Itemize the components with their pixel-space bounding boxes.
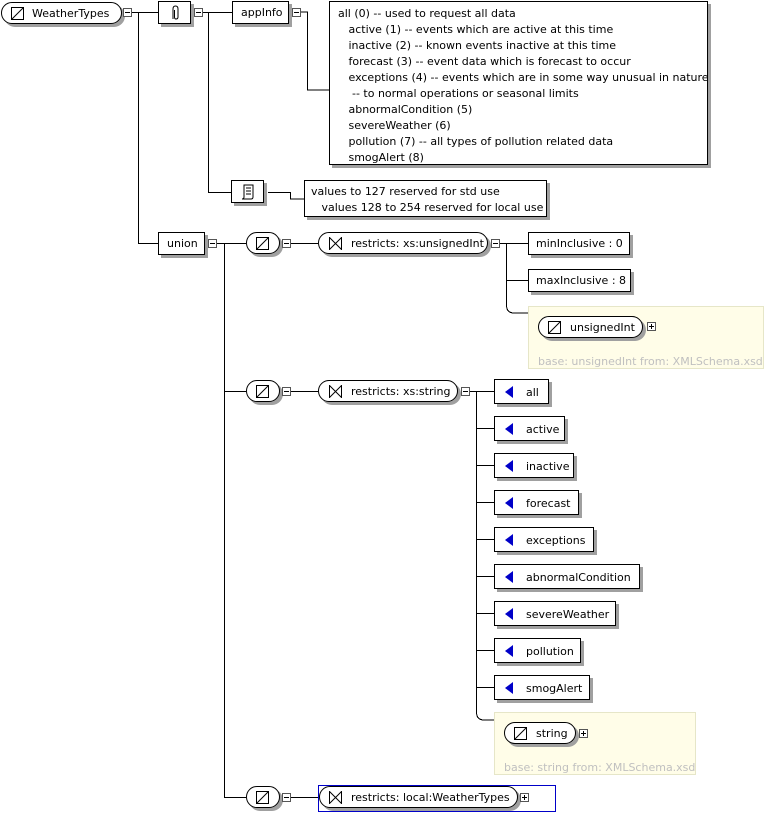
appinfo-line: -- to normal operations or seasonal limi… xyxy=(338,87,579,100)
member3-expand-toggle[interactable] xyxy=(520,793,529,802)
member1-collapse-toggle[interactable] xyxy=(282,239,291,248)
member1-base-type-label: unsignedInt xyxy=(570,321,635,334)
enumeration-icon xyxy=(505,423,513,435)
union-node[interactable]: union xyxy=(158,232,205,255)
documentation-node[interactable] xyxy=(231,180,264,203)
member3-restriction-node[interactable]: restricts: local:WeatherTypes xyxy=(319,786,518,808)
facet-label: maxInclusive : 8 xyxy=(536,274,627,287)
root-collapse-toggle[interactable] xyxy=(123,8,132,17)
member2-collapse-toggle[interactable] xyxy=(282,387,291,396)
enumeration-icon xyxy=(505,645,513,657)
simpletype-icon xyxy=(514,727,527,740)
enum-label: smogAlert xyxy=(526,682,583,695)
member2-restriction-toggle[interactable] xyxy=(461,387,470,396)
member3-collapse-toggle[interactable] xyxy=(282,793,291,802)
simpletype-icon xyxy=(11,7,24,20)
appinfo-line: severeWeather (6) xyxy=(338,119,451,132)
member3-simpletype-node[interactable] xyxy=(246,786,280,808)
member1-restriction-node[interactable]: restricts: xs:unsignedInt xyxy=(318,232,488,254)
appinfo-line: inactive (2) -- known events inactive at… xyxy=(338,39,616,52)
enum-label: abnormalCondition xyxy=(526,571,631,584)
simpletype-icon xyxy=(256,385,269,398)
facet-min-inclusive[interactable]: minInclusive : 0 xyxy=(528,232,630,255)
member2-base-note: base: string from: XMLSchema.xsd xyxy=(504,761,696,774)
member2-base-type[interactable]: string xyxy=(504,722,576,744)
appinfo-content: all (0) -- used to request all data acti… xyxy=(329,1,709,165)
enum-label: active xyxy=(526,423,560,436)
enum-label: exceptions xyxy=(526,534,586,547)
enumeration-icon xyxy=(505,460,513,472)
facet-label: minInclusive : 0 xyxy=(536,237,623,250)
root-simpletype-node[interactable]: WeatherTypes xyxy=(1,2,122,24)
appinfo-line: abnormalCondition (5) xyxy=(338,103,473,116)
appinfo-label: appInfo xyxy=(241,6,283,19)
union-label: union xyxy=(167,237,198,250)
member1-restriction-toggle[interactable] xyxy=(491,239,500,248)
enumeration-icon xyxy=(505,682,513,694)
enumeration-icon xyxy=(505,571,513,583)
appinfo-line: active (1) -- events which are active at… xyxy=(338,23,614,36)
restriction-icon xyxy=(329,237,342,250)
annotation-icon xyxy=(172,5,179,20)
facet-max-inclusive[interactable]: maxInclusive : 8 xyxy=(528,269,631,292)
simpletype-icon xyxy=(256,791,269,804)
enum-exceptions[interactable]: exceptions xyxy=(494,527,594,552)
restriction-icon xyxy=(329,791,342,804)
member2-base-expand-toggle[interactable] xyxy=(579,729,588,738)
enum-smog-alert[interactable]: smogAlert xyxy=(494,675,590,700)
documentation-content: values to 127 reserved for std use value… xyxy=(304,180,547,217)
member2-restriction-label: restricts: xs:string xyxy=(351,385,451,398)
enum-abnormal-condition[interactable]: abnormalCondition xyxy=(494,564,640,589)
enumeration-icon xyxy=(505,608,513,620)
enum-forecast[interactable]: forecast xyxy=(494,490,579,515)
documentation-icon xyxy=(241,184,254,200)
union-collapse-toggle[interactable] xyxy=(208,239,217,248)
documentation-line: values to 127 reserved for std use xyxy=(311,185,500,198)
appinfo-line: forecast (3) -- event data which is fore… xyxy=(338,55,631,68)
enum-all[interactable]: all xyxy=(494,379,549,404)
member2-restriction-node[interactable]: restricts: xs:string xyxy=(318,380,458,402)
annotation-collapse-toggle[interactable] xyxy=(194,8,203,17)
documentation-line: values 128 to 254 reserved for local use xyxy=(311,201,544,214)
member3-restriction-label: restricts: local:WeatherTypes xyxy=(351,791,510,804)
member1-restriction-label: restricts: xs:unsignedInt xyxy=(351,237,484,250)
appinfo-node[interactable]: appInfo xyxy=(232,1,289,24)
enum-inactive[interactable]: inactive xyxy=(494,453,574,478)
appinfo-line: pollution (7) -- all types of pollution … xyxy=(338,135,614,148)
member2-simpletype-node[interactable] xyxy=(246,380,280,402)
enum-label: inactive xyxy=(526,460,570,473)
enum-label: pollution xyxy=(526,645,574,658)
appinfo-collapse-toggle[interactable] xyxy=(292,8,301,17)
enum-label: all xyxy=(526,386,539,399)
restriction-icon xyxy=(329,385,342,398)
appinfo-line: smogAlert (8) xyxy=(338,151,424,164)
member1-simpletype-node[interactable] xyxy=(246,232,280,254)
root-name: WeatherTypes xyxy=(32,7,110,20)
enum-pollution[interactable]: pollution xyxy=(494,638,581,663)
member1-base-note: base: unsignedInt from: XMLSchema.xsd xyxy=(538,355,763,368)
enumeration-icon xyxy=(505,534,513,546)
member2-base-type-label: string xyxy=(536,727,568,740)
enumeration-icon xyxy=(505,386,513,398)
member1-base-expand-toggle[interactable] xyxy=(647,322,656,331)
simpletype-icon xyxy=(548,321,561,334)
enum-label: forecast xyxy=(526,497,571,510)
member3-selection-frame xyxy=(318,785,556,812)
annotation-node[interactable] xyxy=(158,1,191,24)
appinfo-line: all (0) -- used to request all data xyxy=(338,7,516,20)
appinfo-line: exceptions (4) -- events which are in so… xyxy=(338,71,709,84)
enum-active[interactable]: active xyxy=(494,416,565,441)
member1-base-type[interactable]: unsignedInt xyxy=(538,316,643,338)
enumeration-icon xyxy=(505,497,513,509)
simpletype-icon xyxy=(256,237,269,250)
enum-severe-weather[interactable]: severeWeather xyxy=(494,601,616,626)
enum-label: severeWeather xyxy=(526,608,610,621)
